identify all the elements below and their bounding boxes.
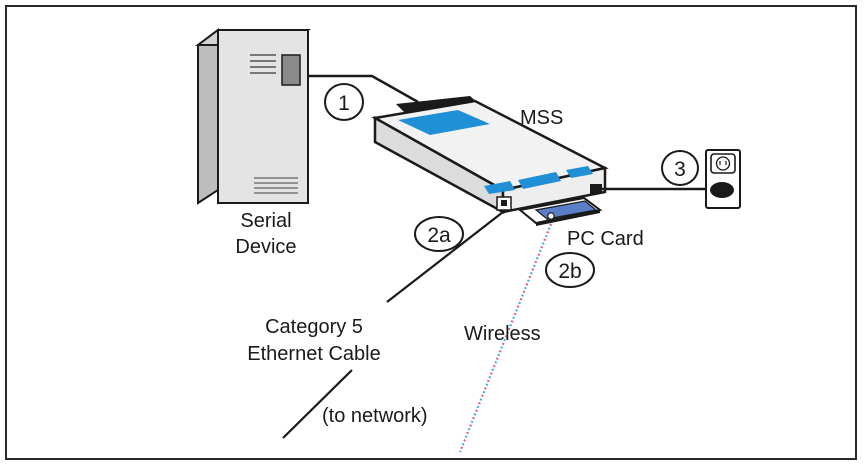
step-1-marker: 1 [324, 83, 364, 121]
mss-label: MSS [520, 107, 563, 129]
to-network-label: (to network) [322, 405, 428, 427]
ethernet-cable-to-network [282, 369, 353, 439]
step-3-marker: 3 [661, 150, 699, 186]
svg-text:3: 3 [674, 158, 686, 181]
pc-card-icon [517, 196, 603, 226]
serial-device-label-line2: Device [235, 236, 296, 258]
serial-cable [308, 74, 419, 104]
serial-device-label-line1: Serial [240, 210, 291, 232]
ethernet-cable [386, 211, 504, 303]
cat5-label-line2: Ethernet Cable [247, 343, 380, 365]
step-2b-marker: 2b [545, 252, 595, 288]
serial-device-icon [195, 28, 311, 205]
svg-text:1: 1 [338, 92, 350, 115]
step-2a-marker: 2a [414, 216, 464, 252]
svg-text:2b: 2b [558, 260, 581, 283]
wireless-label: Wireless [464, 323, 541, 345]
wireless-signal-cyan [458, 223, 553, 453]
wireless-signal-pink [458, 223, 553, 453]
mss-device-icon [371, 96, 609, 215]
pc-card-label: PC Card [567, 228, 644, 250]
svg-text:2a: 2a [427, 224, 451, 247]
power-outlet-icon [705, 149, 741, 209]
cat5-label-line1: Category 5 [265, 316, 363, 338]
